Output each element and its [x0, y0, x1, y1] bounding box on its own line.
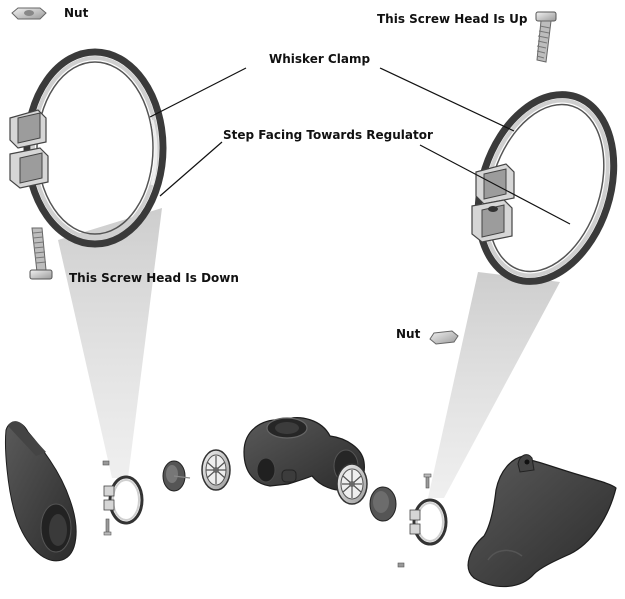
valve-seat-left — [201, 449, 231, 491]
label-whisker-clamp: Whisker Clamp — [269, 52, 371, 66]
screw-head-up — [535, 11, 557, 63]
whisker-clamp-right — [471, 91, 618, 285]
small-clamp-right — [409, 498, 448, 546]
label-nut-top: Nut — [64, 6, 89, 20]
small-nut-right — [397, 562, 405, 568]
diaphragm-disc-right — [369, 486, 397, 522]
label-screw-head-down: This Screw Head Is Down — [69, 271, 239, 285]
valve-seat-right — [336, 463, 368, 505]
screw-head-down — [29, 227, 53, 280]
label-step-facing: Step Facing Towards Regulator — [223, 128, 433, 142]
regulator-body — [243, 417, 365, 491]
small-nut-left — [102, 460, 110, 466]
whisker-clamp-left — [9, 48, 167, 248]
small-screw-right — [423, 473, 432, 489]
small-screw-left — [103, 518, 112, 536]
clamp-block-left-lower — [9, 147, 49, 189]
projection-beam-right — [428, 272, 560, 498]
nut-top-left — [11, 7, 47, 20]
clamp-block-right-lower — [471, 199, 513, 243]
mouthpiece-right — [467, 454, 617, 588]
label-nut-right: Nut — [396, 327, 421, 341]
label-screw-head-up: This Screw Head Is Up — [377, 12, 528, 26]
callout-lines — [149, 67, 571, 225]
mouthpiece-left — [4, 421, 77, 562]
small-clamp-left — [103, 475, 144, 525]
projection-beam-left — [58, 208, 162, 478]
nut-right — [429, 330, 459, 345]
clamp-block-left-upper — [9, 109, 47, 149]
diaphragm-disc-left — [162, 460, 191, 492]
